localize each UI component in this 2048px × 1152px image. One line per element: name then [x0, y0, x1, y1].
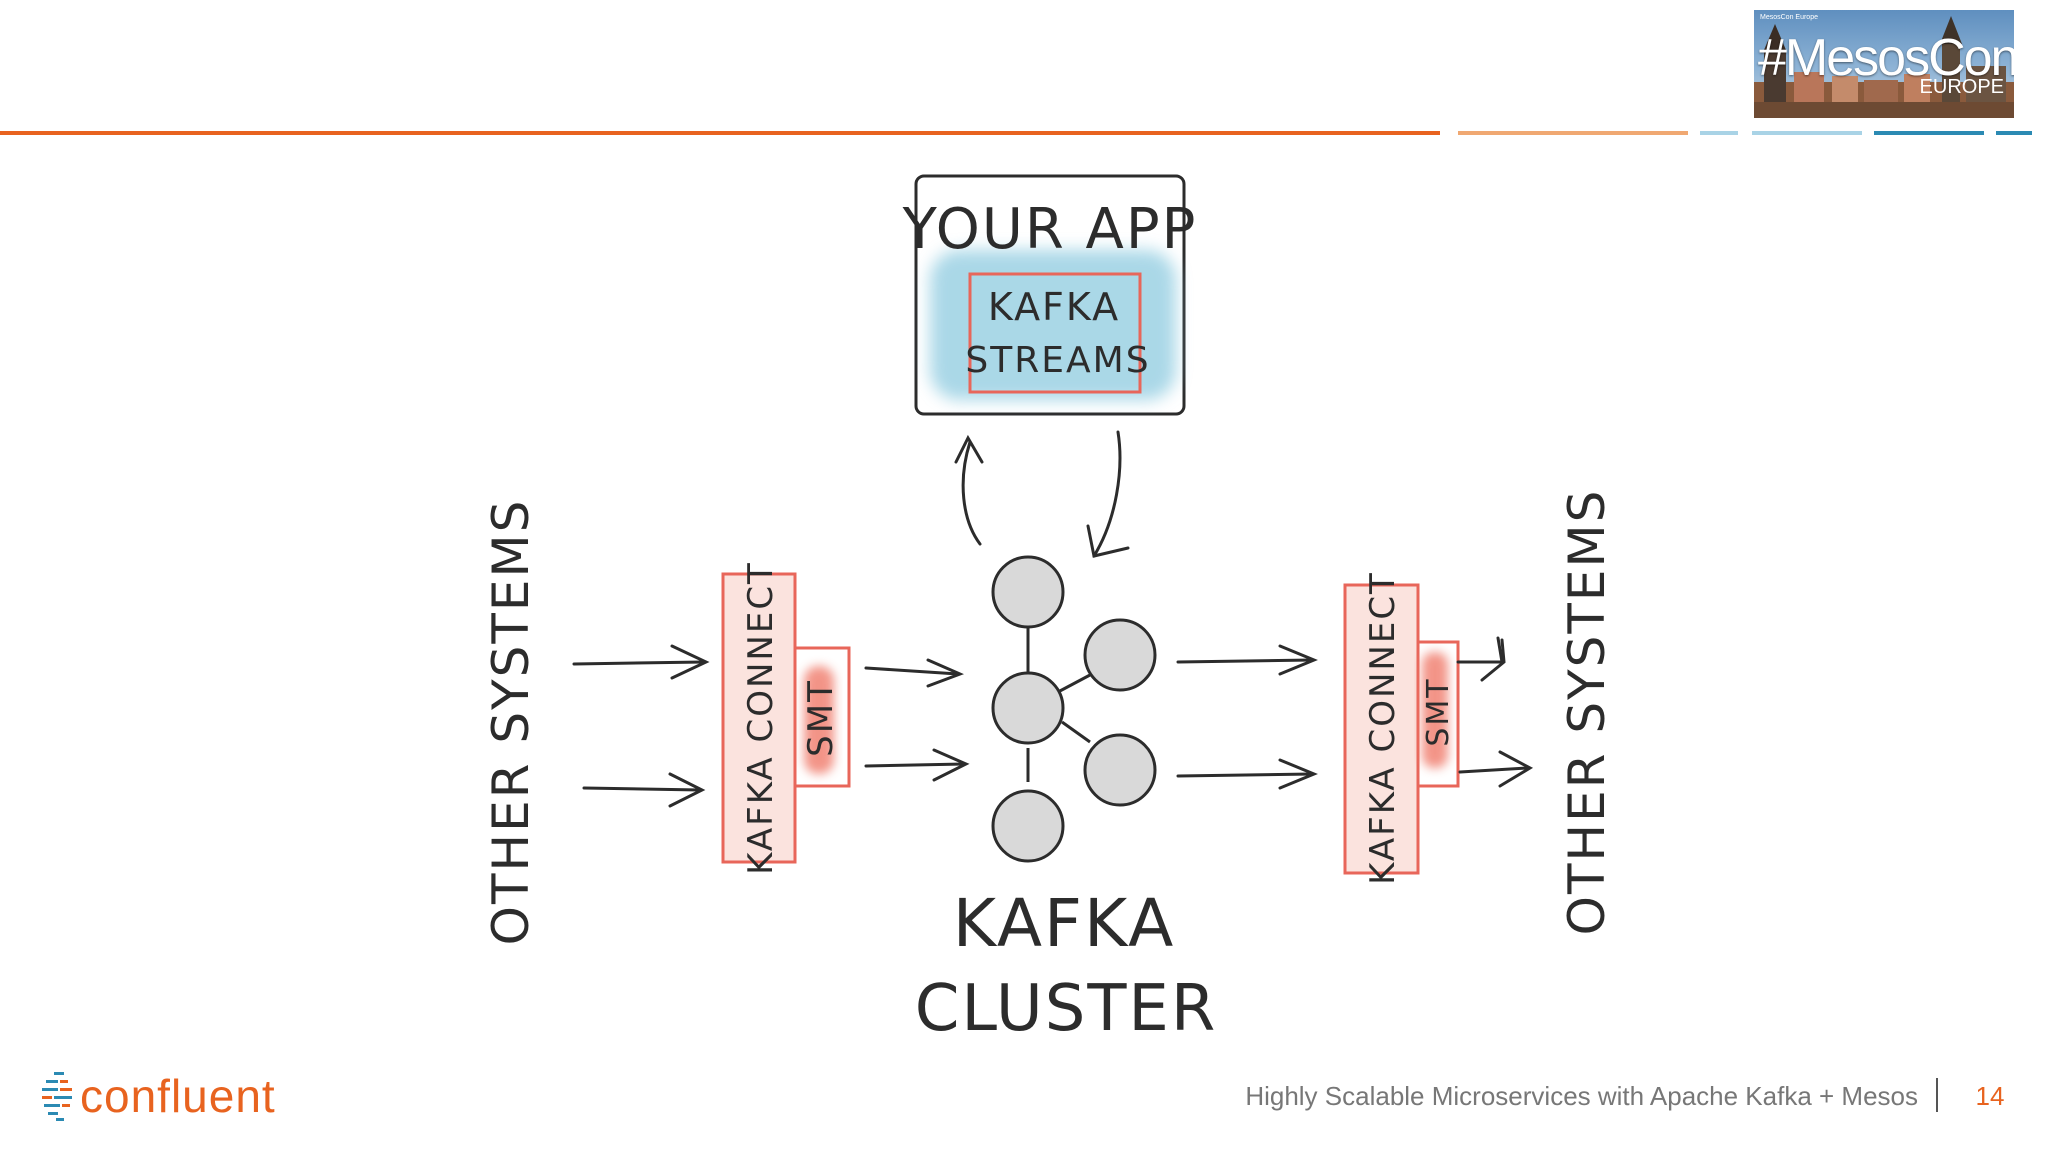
cluster-link [1057, 673, 1091, 694]
kafka-cluster [991, 555, 1157, 863]
left-connect-to-cluster-arrows [864, 658, 970, 782]
kafka-streams-label-line2: STREAMS [965, 340, 1150, 381]
left-kafka-connect-label: KAFKA CONNECT [741, 561, 781, 875]
conference-logo: MesosCon Europe #MesosCon EUROPE [1754, 10, 2014, 118]
right-output-arrows [1456, 636, 1534, 788]
right-smt-box: SMT [1416, 640, 1460, 788]
arrow-down [1092, 430, 1122, 558]
right-smt-label: SMT [1421, 677, 1456, 746]
confluent-logo: confluent [40, 1066, 276, 1126]
your-app-label: YOUR APP [902, 197, 1198, 262]
header-accent-segment [1752, 131, 1862, 135]
logo-title: #MesosCon [1758, 29, 2014, 87]
header-accent-segment [1700, 131, 1738, 135]
slide-page-number: 14 [1975, 1081, 2005, 1111]
arrowhead-down [1086, 524, 1130, 558]
footer-divider [1936, 1078, 1938, 1112]
kafka-cluster-label-line2: CLUSTER [915, 972, 1218, 1046]
header-accent-segment [1996, 131, 2032, 135]
cluster-node [1083, 618, 1157, 692]
right-kafka-connect-label: KAFKA CONNECT [1363, 571, 1403, 885]
arrow-up [961, 440, 982, 546]
kafka-streams-box: KAFKA STREAMS [965, 272, 1150, 394]
right-kafka-connect-box: KAFKA CONNECT [1343, 571, 1420, 885]
left-kafka-connect-box: KAFKA CONNECT [721, 561, 797, 875]
left-input-arrows [572, 644, 710, 808]
arrowhead-up [954, 434, 984, 464]
slide-footer-title: Highly Scalable Microservices with Apach… [1245, 1081, 1918, 1111]
cluster-node [1083, 733, 1157, 807]
header-accent-segment [1458, 131, 1688, 135]
cluster-to-right-connect-arrows [1176, 644, 1318, 790]
city-skyline-image [1754, 10, 2014, 118]
cluster-node [991, 671, 1065, 745]
confluent-mark-icon [42, 1072, 72, 1121]
cluster-node [991, 555, 1065, 629]
left-smt-label: SMT [801, 679, 841, 757]
header-accent-segment [1874, 131, 1984, 135]
cluster-node [991, 789, 1065, 863]
left-other-systems-label: OTHER SYSTEMS [482, 499, 540, 946]
right-other-systems-label: OTHER SYSTEMS [1558, 489, 1616, 936]
watercolor-wash [930, 250, 1176, 400]
header-accent-line [0, 131, 1440, 135]
logo-tag: MesosCon Europe [1760, 14, 1818, 21]
confluent-wordmark: confluent [80, 1070, 276, 1122]
your-app-box: YOUR APP [902, 174, 1198, 416]
logo-subtitle: EUROPE [1919, 76, 2004, 98]
app-cluster-arrows [954, 430, 1130, 558]
cluster-link [1061, 720, 1091, 744]
kafka-streams-label-line1: KAFKA [988, 285, 1120, 329]
left-smt-box: SMT [793, 646, 851, 788]
kafka-cluster-label-line1: KAFKA [953, 885, 1176, 962]
